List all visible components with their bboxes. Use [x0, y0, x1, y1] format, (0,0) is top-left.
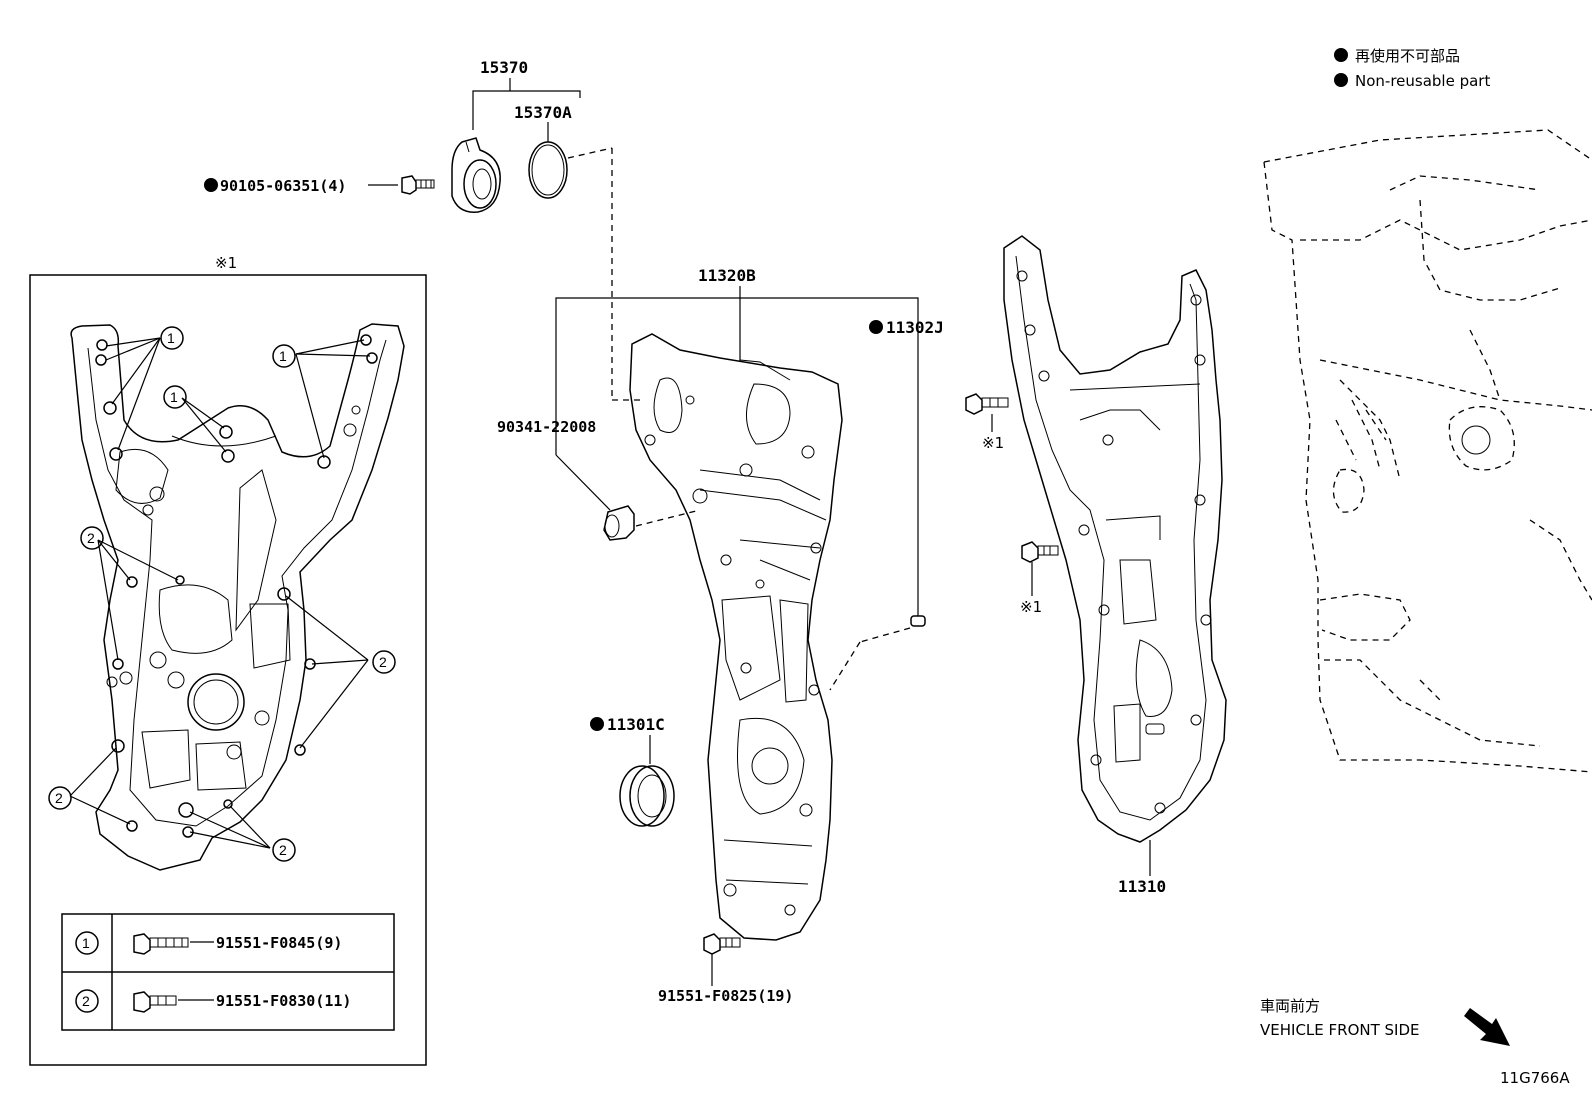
- inset-title: ※1: [215, 254, 237, 272]
- part-label-91551-f0830[interactable]: 91551-F0830(11): [216, 992, 351, 1010]
- callout-lines-2: [69, 539, 369, 849]
- bolt-icon: [965, 393, 1009, 415]
- part-label-11302J[interactable]: 11302J: [886, 318, 944, 337]
- part-label-90105[interactable]: 90105-06351(4): [220, 177, 346, 195]
- bolt-table-row-1: 1 91551-F0845(9): [75, 931, 342, 955]
- part-15370-group: 15370 15370A 90105-06351(4): [204, 58, 640, 401]
- part-label-11301C[interactable]: 11301C: [607, 715, 665, 734]
- svg-text:1: 1: [279, 348, 287, 364]
- part-label-91551-f0825[interactable]: 91551-F0825(19): [658, 987, 793, 1005]
- legend-jp: 再使用不可部品: [1355, 47, 1460, 65]
- bolt-icon: [133, 991, 177, 1013]
- legend-en: Non-reusable part: [1355, 72, 1490, 90]
- diagram-id: 11G766A: [1500, 1069, 1570, 1087]
- svg-text:2: 2: [82, 993, 90, 1009]
- direction-jp: 車両前方: [1260, 997, 1320, 1015]
- non-reusable-dot-icon: [204, 178, 218, 192]
- svg-text:2: 2: [279, 842, 287, 858]
- note-ref-1-a: ※1: [982, 434, 1004, 452]
- svg-text:2: 2: [55, 790, 63, 806]
- part-label-91551-f0845[interactable]: 91551-F0845(9): [216, 934, 342, 952]
- part-11320B-group: 11320B 11302J 90341-22008: [497, 266, 944, 1005]
- non-reusable-dot-icon: [1334, 73, 1348, 87]
- bolt-icon: [401, 175, 435, 195]
- bolt-hole-markers: [95, 334, 378, 838]
- gasket-illustration: [70, 323, 405, 871]
- note-ref-1-b: ※1: [1020, 598, 1042, 616]
- part-label-15370A[interactable]: 15370A: [514, 103, 572, 122]
- arrow-down-right-icon: [1464, 1008, 1510, 1046]
- timing-cover-illustration: [629, 333, 843, 941]
- svg-text:1: 1: [167, 330, 175, 346]
- o-ring-icon: [528, 141, 568, 199]
- callout-2-a: 2: [80, 526, 104, 550]
- plug-icon: [603, 505, 635, 541]
- oil-seal-icon: [619, 765, 675, 827]
- callout-2-b: 2: [372, 650, 396, 674]
- inset-panel: ※1: [29, 254, 427, 1066]
- legend: 再使用不可部品 Non-reusable part: [1334, 47, 1490, 90]
- callout-2-d: 2: [272, 838, 296, 862]
- svg-text:2: 2: [379, 654, 387, 670]
- part-label-11310[interactable]: 11310: [1118, 877, 1166, 896]
- part-label-90341[interactable]: 90341-22008: [497, 418, 596, 436]
- bolt-table-row-2: 2 91551-F0830(11): [75, 989, 351, 1013]
- bolt-icon: [703, 933, 741, 955]
- engine-block-illustration: [1263, 129, 1592, 773]
- vehicle-direction: 車両前方 VEHICLE FRONT SIDE: [1260, 997, 1510, 1046]
- svg-text:1: 1: [170, 389, 178, 405]
- callout-1-c: 1: [272, 344, 296, 368]
- svg-text:2: 2: [87, 530, 95, 546]
- callout-2-c: 2: [48, 786, 72, 810]
- non-reusable-dot-icon: [869, 320, 883, 334]
- bolt-icon: [133, 933, 189, 955]
- non-reusable-dot-icon: [1334, 48, 1348, 62]
- dowel-pin-icon: [910, 615, 926, 627]
- svg-text:1: 1: [82, 935, 90, 951]
- callout-1-b: 1: [163, 385, 187, 409]
- non-reusable-dot-icon: [590, 717, 604, 731]
- cam-sensor-icon: [451, 137, 501, 213]
- part-label-15370[interactable]: 15370: [480, 58, 528, 77]
- part-label-11320B[interactable]: 11320B: [698, 266, 756, 285]
- part-11310-group: ※1 ※1 11310: [965, 235, 1227, 896]
- callout-lines-1: [105, 337, 371, 459]
- direction-en: VEHICLE FRONT SIDE: [1260, 1021, 1420, 1039]
- bolt-icon: [1021, 541, 1059, 563]
- chain-case-plate-illustration: [1003, 235, 1227, 843]
- callout-1-a: 1: [160, 326, 184, 350]
- bolt-table: 1 91551-F0845(9) 2: [61, 913, 395, 1031]
